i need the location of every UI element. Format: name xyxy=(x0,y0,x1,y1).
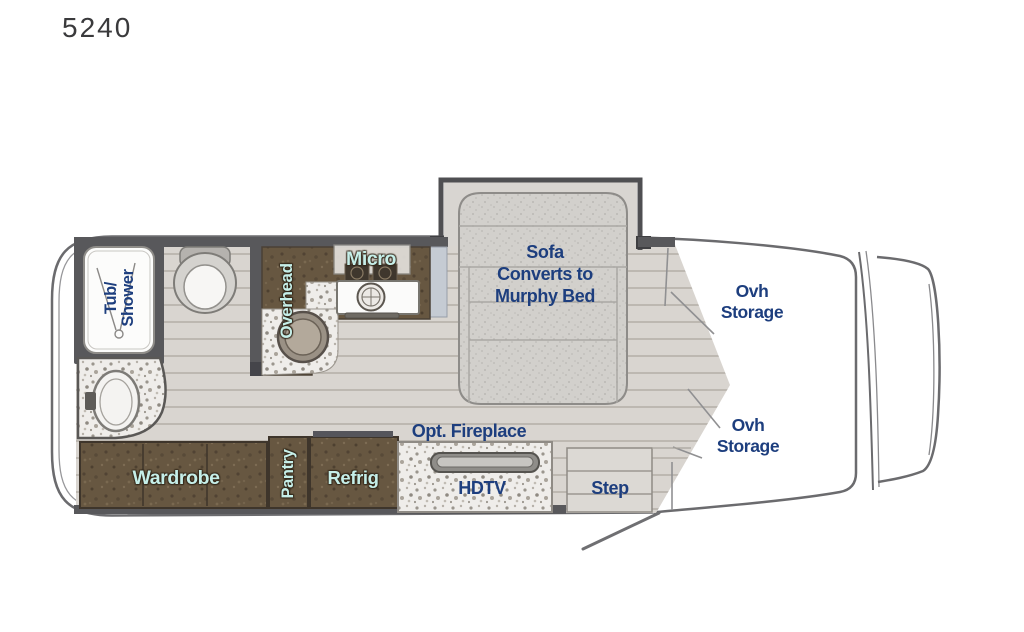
refrigerator-vent xyxy=(313,431,393,437)
hood-outline xyxy=(876,255,941,484)
pantry-cabinet xyxy=(268,436,309,509)
slideout-wall xyxy=(438,177,643,250)
kitchen-sink-inner xyxy=(284,318,322,356)
step-area xyxy=(566,447,691,513)
wall-top-right xyxy=(638,237,675,247)
sofa-seams xyxy=(459,225,627,403)
vanity-sink-inner xyxy=(99,378,133,426)
toilet xyxy=(173,246,237,314)
refrigerator xyxy=(309,436,399,509)
front-cap xyxy=(858,250,941,491)
range-burners-back xyxy=(344,263,398,283)
storage-indicator-lines xyxy=(664,247,721,510)
kitchen-end-panel xyxy=(428,246,448,318)
shower-drain xyxy=(96,262,136,339)
cooktop-burner xyxy=(356,282,386,312)
entry-door-swing-line xyxy=(581,511,661,551)
model-number: 5240 xyxy=(62,12,133,43)
wall-bathroom-doorstop xyxy=(250,362,263,376)
sofa-murphy-bed xyxy=(458,192,628,405)
range-handle xyxy=(344,312,400,319)
wall-bottom xyxy=(74,505,566,514)
tub-shower-pan xyxy=(83,246,155,354)
wall-bathroom xyxy=(250,241,263,373)
wardrobe-cabinet xyxy=(79,441,268,509)
tub-inner-line xyxy=(87,250,151,350)
vanity-faucet xyxy=(85,392,96,410)
hdtv-screen-inner xyxy=(436,456,534,468)
